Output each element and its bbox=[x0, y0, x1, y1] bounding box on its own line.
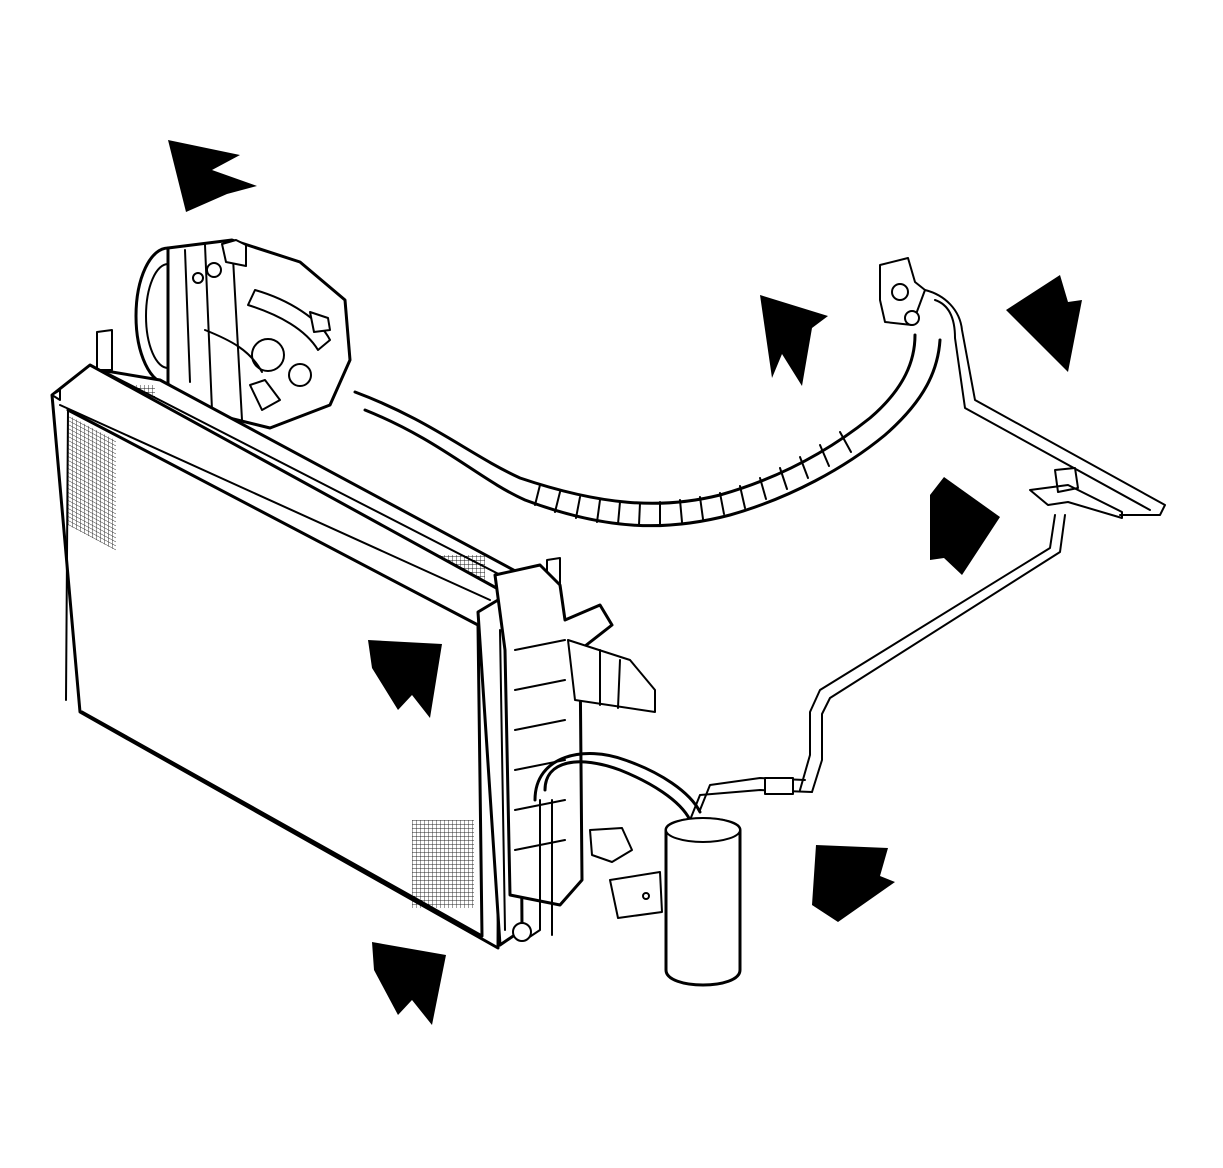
arrow-evaporator-fitting bbox=[1006, 275, 1082, 372]
liquid-line bbox=[689, 289, 1166, 821]
condenser-outlet-tube bbox=[512, 752, 702, 942]
compressor bbox=[134, 238, 352, 430]
radiator-tank bbox=[493, 563, 656, 907]
receiver-dehydrator bbox=[609, 817, 742, 987]
arrow-condenser bbox=[368, 640, 442, 718]
arrow-liquid-line bbox=[930, 477, 1000, 575]
callout-arrows bbox=[168, 140, 1082, 1025]
arrow-suction-hose bbox=[760, 295, 828, 386]
arrow-compressor bbox=[168, 140, 257, 212]
suction-hose bbox=[353, 257, 942, 528]
arrow-receiver-dehydrator bbox=[812, 845, 895, 922]
arrow-condenser-lower bbox=[372, 942, 446, 1025]
